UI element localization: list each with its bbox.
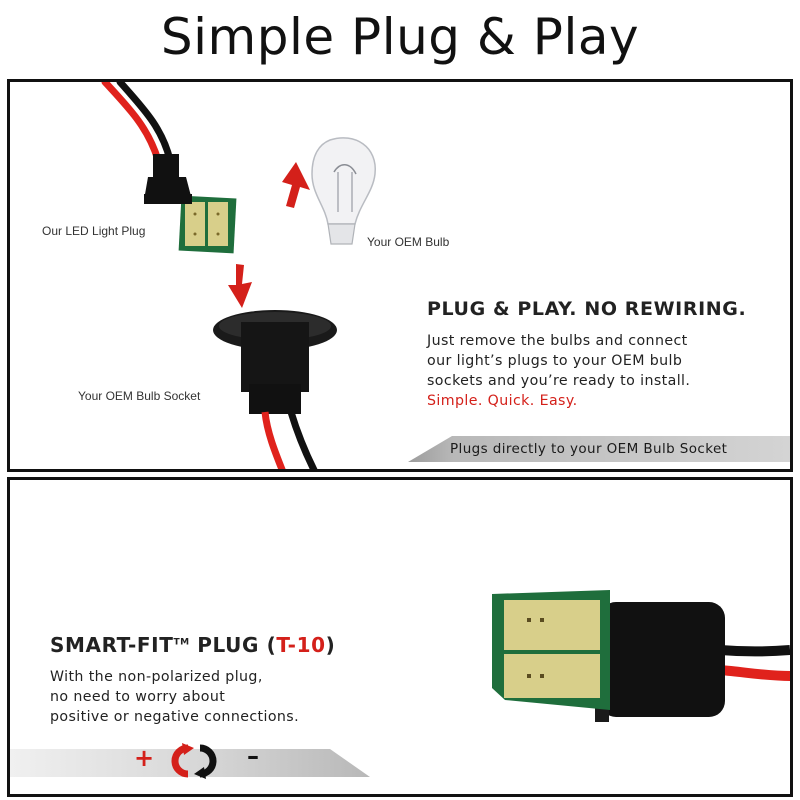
smart-fit-body-line-1: With the non-polarized plug, xyxy=(50,669,263,685)
plus-sign: + xyxy=(134,744,155,772)
plug-and-play-panel: Our LED Light Plug Your OEM Bulb Your OE… xyxy=(7,79,793,472)
smart-fit-heading-prefix: SMART-FIT xyxy=(50,633,174,657)
reverse-polarity-icon xyxy=(171,743,217,779)
plug-play-body-line-3: sockets and you’re ready to install. xyxy=(427,373,691,389)
trademark-mark: TM xyxy=(173,637,190,648)
smart-fit-body-line-2: no need to worry about xyxy=(50,689,226,705)
polarity-banner xyxy=(10,749,370,777)
smart-fit-heading-suffix: ) xyxy=(325,633,336,657)
plug-play-body-line-2: our light’s plugs to your OEM bulb xyxy=(427,353,683,369)
led-light-plug-illustration xyxy=(101,82,237,254)
oem-bulb-label: Your OEM Bulb xyxy=(367,235,450,249)
page-title: Simple Plug & Play xyxy=(160,8,640,66)
oem-bulb-illustration xyxy=(311,137,376,245)
oem-bulb-socket-illustration xyxy=(213,310,337,469)
smart-fit-plug-illustration xyxy=(492,590,790,722)
smart-fit-heading-middle: PLUG ( xyxy=(189,633,277,657)
smart-fit-heading-code: T-10 xyxy=(276,633,326,657)
led-plug-label: Our LED Light Plug xyxy=(42,224,146,238)
smart-fit-heading: SMART-FITTM PLUG (T-10) xyxy=(50,633,335,657)
socket-banner xyxy=(408,436,790,462)
smart-fit-body-line-3: positive or negative connections. xyxy=(50,709,300,725)
socket-banner-text: Plugs directly to your OEM Bulb Socket xyxy=(450,441,728,457)
plug-play-tagline: Simple. Quick. Easy. xyxy=(427,393,578,409)
minus-sign: – xyxy=(247,742,259,770)
plug-play-heading: PLUG & PLAY. NO REWIRING. xyxy=(427,298,747,320)
arrow-up-icon xyxy=(282,162,310,208)
oem-socket-label: Your OEM Bulb Socket xyxy=(78,389,201,403)
arrow-down-icon xyxy=(228,264,252,308)
plug-play-body-line-1: Just remove the bulbs and connect xyxy=(427,333,688,349)
smart-fit-panel: SMART-FITTM PLUG (T-10) With the non-pol… xyxy=(7,477,793,797)
